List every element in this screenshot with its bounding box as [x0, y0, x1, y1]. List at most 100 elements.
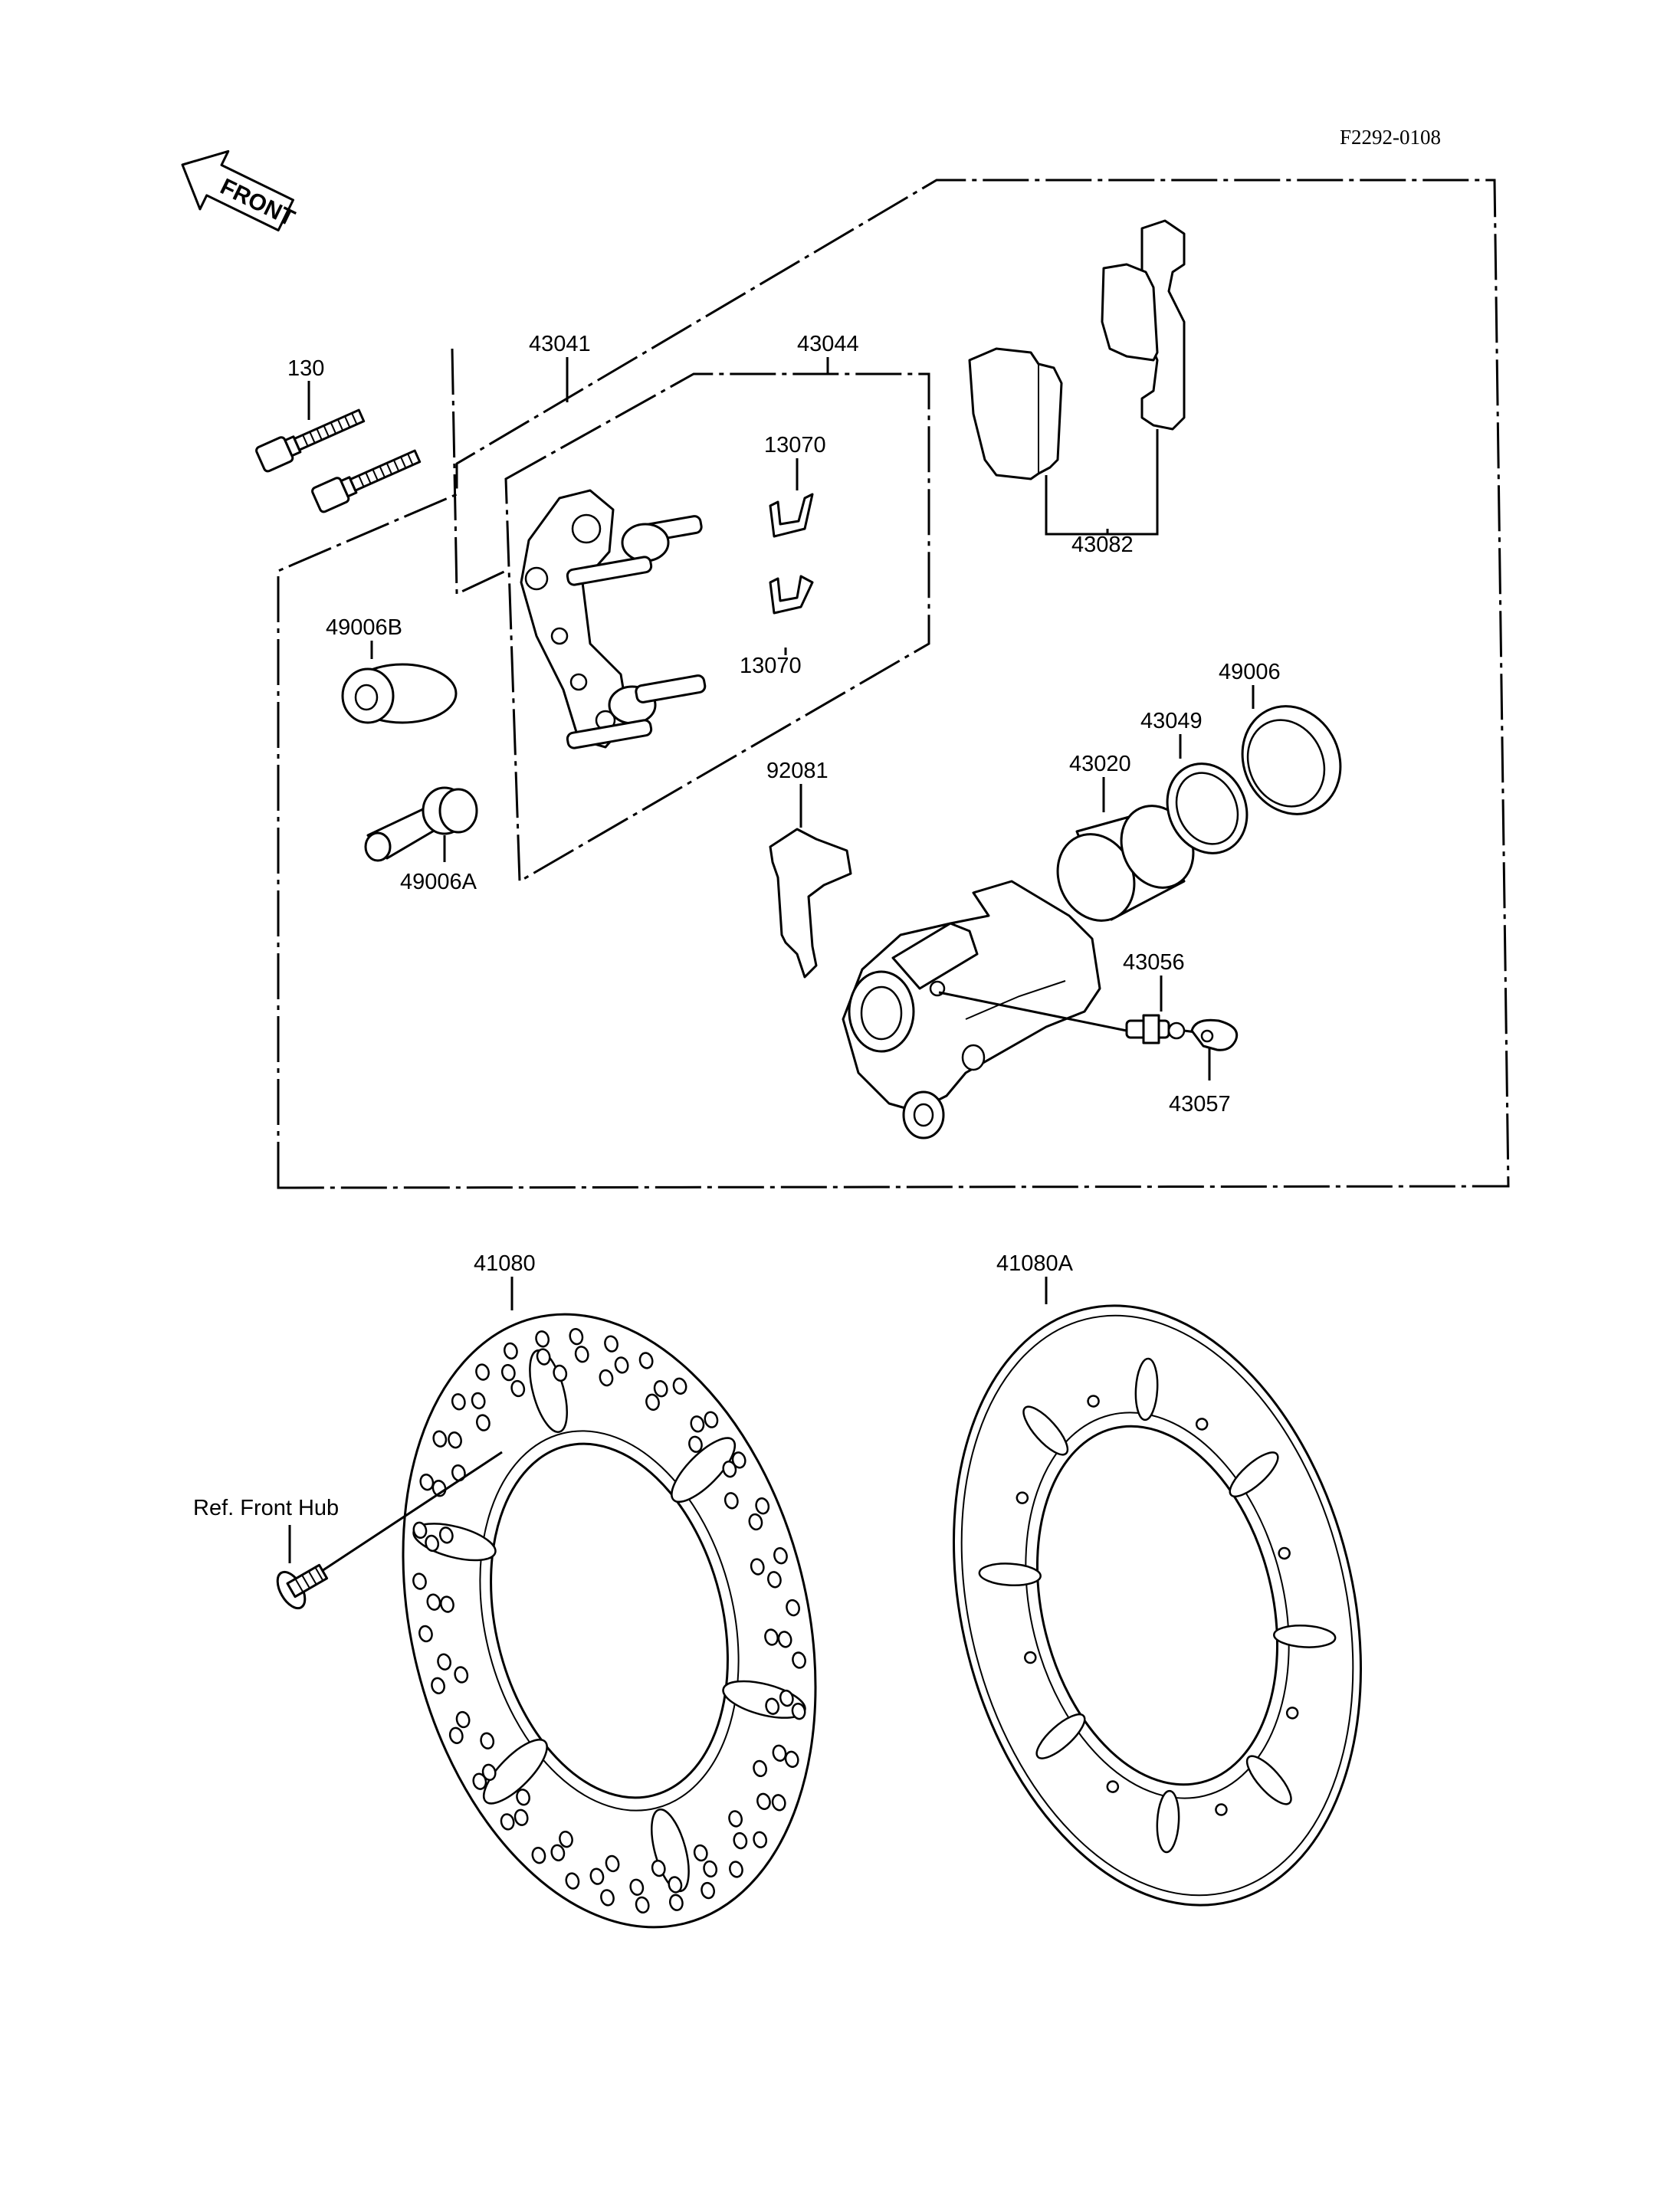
- disc-hole: [559, 1831, 573, 1848]
- disc-slot: [1156, 1789, 1180, 1854]
- disc-hole: [553, 1364, 568, 1382]
- front-arrow-icon: FRONT: [181, 149, 299, 232]
- bolt-130: [255, 408, 422, 513]
- disc-hole: [589, 1867, 605, 1885]
- pin-boot-49006A: [364, 786, 478, 862]
- disc-hole: [471, 1392, 486, 1410]
- disc-hole: [731, 1451, 746, 1469]
- disc-hole: [722, 1461, 737, 1478]
- caliper-bracket-43041: [520, 489, 707, 749]
- pad-holder-92081: [769, 828, 852, 979]
- disc-slot: [671, 1437, 736, 1503]
- disc-hole: [535, 1330, 550, 1348]
- disc-hole: [1215, 1803, 1228, 1816]
- disc-hole: [784, 1750, 799, 1768]
- disc-hole: [792, 1651, 806, 1669]
- disc-hole: [645, 1393, 660, 1411]
- disc-hole: [668, 1876, 683, 1894]
- disc-slot: [1022, 1405, 1069, 1456]
- disc-hole: [500, 1813, 515, 1831]
- disc-hole: [448, 1726, 464, 1744]
- label-130: 130: [287, 356, 324, 381]
- disc-slot: [1134, 1357, 1159, 1421]
- caliper-body: [842, 880, 1101, 1139]
- disc-hole: [412, 1572, 427, 1590]
- label-ref-front-hub: Ref. Front Hub: [193, 1496, 339, 1520]
- label-49006B: 49006B: [326, 615, 402, 640]
- pad-spring-13070-lower: [769, 575, 814, 615]
- disc-slot: [1035, 1713, 1086, 1759]
- disc-hole: [516, 1789, 530, 1806]
- disc-hole: [481, 1763, 497, 1781]
- label-13070-lower: 13070: [740, 654, 802, 678]
- disc-hole: [755, 1497, 770, 1515]
- disc-hole: [690, 1415, 705, 1433]
- label-49006: 49006: [1219, 660, 1281, 684]
- diagram-ref-code: F2292-0108: [1340, 126, 1441, 149]
- disc-hole: [412, 1521, 428, 1539]
- disc-hole: [565, 1872, 580, 1890]
- disc-hole: [425, 1534, 440, 1553]
- disc-hole: [454, 1666, 469, 1684]
- disc-hole: [550, 1844, 566, 1861]
- disc-hole: [777, 1631, 792, 1648]
- disc-hole: [688, 1435, 703, 1453]
- disc-hole: [771, 1794, 786, 1812]
- disc-hole: [614, 1356, 629, 1374]
- disc-slot: [1245, 1755, 1292, 1805]
- disc-hole: [756, 1792, 771, 1810]
- label-43020: 43020: [1069, 752, 1131, 776]
- disc-hole: [431, 1677, 445, 1694]
- disc-hole: [451, 1393, 466, 1411]
- disc-hole: [504, 1342, 518, 1360]
- disc-hole: [1285, 1707, 1299, 1720]
- label-43044: 43044: [797, 332, 859, 356]
- label-13070-upper: 13070: [764, 433, 826, 457]
- disc-hole: [440, 1595, 454, 1613]
- piston-seal-43049: [1166, 762, 1249, 854]
- brake-pads-43082: [968, 219, 1186, 480]
- disc-hole: [704, 1411, 719, 1428]
- bracket-group-outline: [451, 348, 507, 596]
- brake-disc-41080A: [953, 1304, 1362, 1907]
- disc-hole: [733, 1831, 748, 1850]
- disc-hole: [635, 1896, 650, 1914]
- disc-hole: [475, 1363, 490, 1381]
- disc-hole: [693, 1844, 708, 1862]
- disc-hole: [500, 1363, 516, 1382]
- disc-hole: [629, 1878, 645, 1896]
- disc-hole: [1087, 1395, 1100, 1408]
- disc-hole: [724, 1492, 739, 1510]
- pad-spring-13070-upper: [769, 493, 814, 538]
- disc-hole: [600, 1889, 615, 1907]
- disc-hole: [779, 1689, 794, 1707]
- disc-slot: [978, 1562, 1042, 1587]
- disc-hole: [1195, 1418, 1209, 1431]
- disc-hole: [599, 1369, 614, 1387]
- disc-hole: [419, 1474, 435, 1491]
- disc-hole: [455, 1710, 471, 1729]
- disc-hole: [653, 1380, 668, 1398]
- label-43041: 43041: [529, 332, 591, 356]
- disc-hole: [638, 1352, 654, 1369]
- disc-hole: [605, 1854, 620, 1873]
- disc-hole: [1016, 1491, 1029, 1504]
- disc-hole: [767, 1571, 782, 1589]
- disc-hole: [753, 1831, 768, 1848]
- disc-slot: [483, 1738, 548, 1805]
- disc-hole: [750, 1558, 765, 1576]
- disc-hole: [748, 1513, 763, 1531]
- label-43049: 43049: [1140, 709, 1203, 733]
- disc-hole: [764, 1628, 779, 1646]
- disc-hole: [773, 1547, 788, 1565]
- disc-hole: [1024, 1651, 1037, 1664]
- disc-hole: [668, 1894, 684, 1911]
- label-43056: 43056: [1123, 950, 1185, 975]
- disc-hole: [574, 1346, 589, 1363]
- disc-hole: [432, 1430, 448, 1448]
- disc-hole: [480, 1732, 495, 1749]
- disc-hole: [514, 1808, 529, 1826]
- disc-hole: [728, 1810, 743, 1828]
- disc-slot: [1273, 1624, 1337, 1648]
